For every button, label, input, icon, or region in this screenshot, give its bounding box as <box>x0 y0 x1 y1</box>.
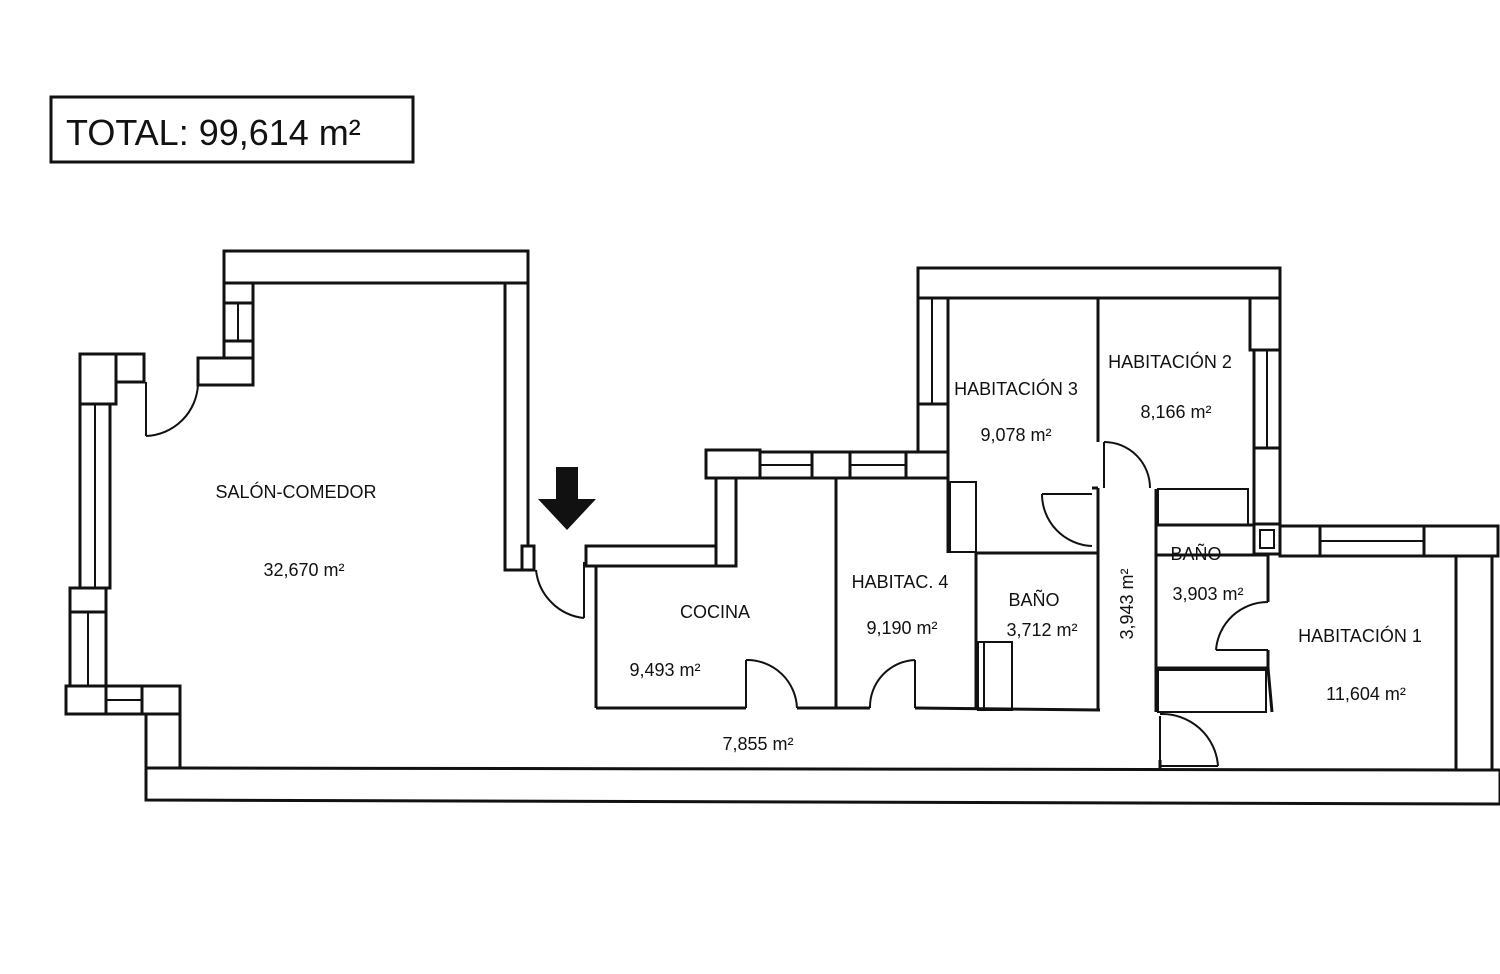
habitacion2-wardrobe <box>1157 488 1249 526</box>
salon-upper-left-pillar-top <box>222 281 255 305</box>
salon-right-wall <box>503 281 530 572</box>
room-name-bano-a: BAÑO <box>1008 589 1059 610</box>
habitacion1-right-wall <box>1454 554 1494 772</box>
total-box: TOTAL: 99,614 m² <box>49 95 415 164</box>
room-name-bano-b: BAÑO <box>1170 543 1221 564</box>
salon-top-wall <box>222 249 530 285</box>
habitac4-door <box>868 659 916 709</box>
habitacion3-door-swing <box>1041 493 1093 547</box>
total-box-frame <box>49 95 415 164</box>
habitaciones-top-wall <box>916 266 1282 300</box>
room-name-habitacion3: HABITACIÓN 3 <box>954 378 1078 399</box>
facade-bottom-block <box>64 684 108 716</box>
total-label: TOTAL: 99,614 m² <box>66 112 361 153</box>
middle-pillar-1 <box>810 450 852 480</box>
salon-inner-pillar <box>196 356 255 387</box>
habitacion3-wardrobe <box>949 481 977 553</box>
room-name-habitacion2: HABITACIÓN 2 <box>1108 351 1232 372</box>
cocina-top-wall <box>584 544 738 568</box>
cocina-door-swing <box>745 658 798 709</box>
habitac4-door-swing <box>868 659 916 709</box>
right-walls <box>916 266 1500 772</box>
facade-top-block <box>78 352 118 406</box>
facade-top-corner <box>114 352 146 384</box>
habitacion1-door-swing <box>1215 600 1269 651</box>
middle-walls <box>584 448 1101 712</box>
distribuidor-area: 3,943 m² <box>1117 568 1137 639</box>
room-area-habitacion1: 11,604 m² <box>1326 684 1406 704</box>
facade-bottom-corner <box>140 684 182 716</box>
hab1-left-wall <box>1266 667 1274 713</box>
room-area-salon: 32,670 m² <box>263 560 344 580</box>
habitacion2-door <box>1103 441 1151 489</box>
room-area-habitacion3: 9,078 m² <box>980 425 1051 445</box>
hall-door-swing <box>1159 712 1219 767</box>
room-name-habitac4: HABITAC. 4 <box>852 572 949 592</box>
hall-door <box>1159 712 1219 767</box>
bano-a-bathtub <box>977 641 1013 711</box>
entrance-door <box>535 562 585 619</box>
hab1-top-block-1 <box>1278 524 1322 558</box>
pasillo-area: 7,855 m² <box>722 734 793 754</box>
cocina-corner <box>704 448 762 480</box>
room-area-habitac4: 9,190 m² <box>866 618 937 638</box>
room-name-cocina: COCINA <box>680 602 750 622</box>
room-area-habitacion2: 8,166 m² <box>1140 402 1211 422</box>
corridor-walls <box>144 766 1500 806</box>
room-name-salon: SALÓN-COMEDOR <box>215 481 376 502</box>
hab1-top-corner <box>1422 524 1500 558</box>
salon-door <box>145 382 199 437</box>
room-name-habitacion1: HABITACIÓN 1 <box>1298 625 1422 646</box>
entrance-door-swing <box>535 569 585 619</box>
salon-door-swing <box>145 383 199 437</box>
room-labels: SALÓN-COMEDOR 32,670 m² COCINA 9,493 m² … <box>215 351 1421 754</box>
hab1-top-pillar-inner <box>1259 529 1275 549</box>
room-area-bano-a: 3,712 m² <box>1006 620 1077 640</box>
habitacion1-wardrobe <box>1157 669 1267 713</box>
middle-pillar-2 <box>904 450 950 480</box>
salon-upper-left-pillar-bottom <box>222 339 255 360</box>
habitacion3-left-pillar <box>916 402 950 454</box>
facade-pillar <box>68 586 108 614</box>
entrance-arrow <box>538 467 596 530</box>
salon-walls <box>64 249 536 802</box>
arrow-down-icon <box>538 467 596 530</box>
habitacion2-right-pillar <box>1248 296 1282 352</box>
cocina-door <box>745 658 798 709</box>
room-area-cocina: 9,493 m² <box>629 660 700 680</box>
habitacion2-door-swing <box>1103 441 1151 489</box>
bottom-facade-wall <box>144 766 1500 806</box>
salon-right-wall-end <box>520 544 536 572</box>
habitacion3-door <box>1041 493 1093 547</box>
room-area-bano-b: 3,903 m² <box>1172 584 1243 604</box>
habitacion1-door <box>1215 600 1269 651</box>
habitacion2-right-lower <box>1252 446 1282 526</box>
hab1-top-pillar <box>1252 522 1282 556</box>
